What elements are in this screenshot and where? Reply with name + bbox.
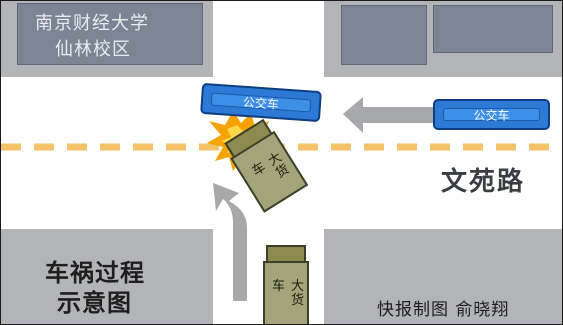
truck-direction-arrow — [213, 183, 247, 301]
bus-label: 公交车 — [473, 108, 510, 122]
credit-line: 快报制图 俞晓翔 — [377, 300, 510, 320]
road-name: 文苑路 — [441, 167, 526, 197]
truck-label: 大货车 — [269, 278, 303, 307]
diagram-title: 车祸过程 — [45, 259, 145, 287]
bus-approaching: 公交车 — [433, 99, 550, 130]
building — [433, 5, 553, 53]
bus-direction-arrow — [343, 97, 439, 133]
truck-label: 大货车 — [246, 150, 291, 182]
southwest-block — [1, 229, 213, 324]
campus-subname: 仙林校区 — [55, 39, 131, 60]
truck-bed: 大货车 — [263, 261, 309, 324]
building — [341, 5, 427, 65]
diagram-subtitle: 示意图 — [57, 289, 132, 317]
bus-roof — [443, 108, 540, 121]
campus-name: 南京财经大学 — [35, 13, 149, 34]
bus-label: 公交车 — [242, 94, 280, 112]
truck-approaching: 大货车 — [263, 245, 309, 324]
southeast-block — [324, 229, 562, 324]
campus-building — [17, 3, 203, 65]
